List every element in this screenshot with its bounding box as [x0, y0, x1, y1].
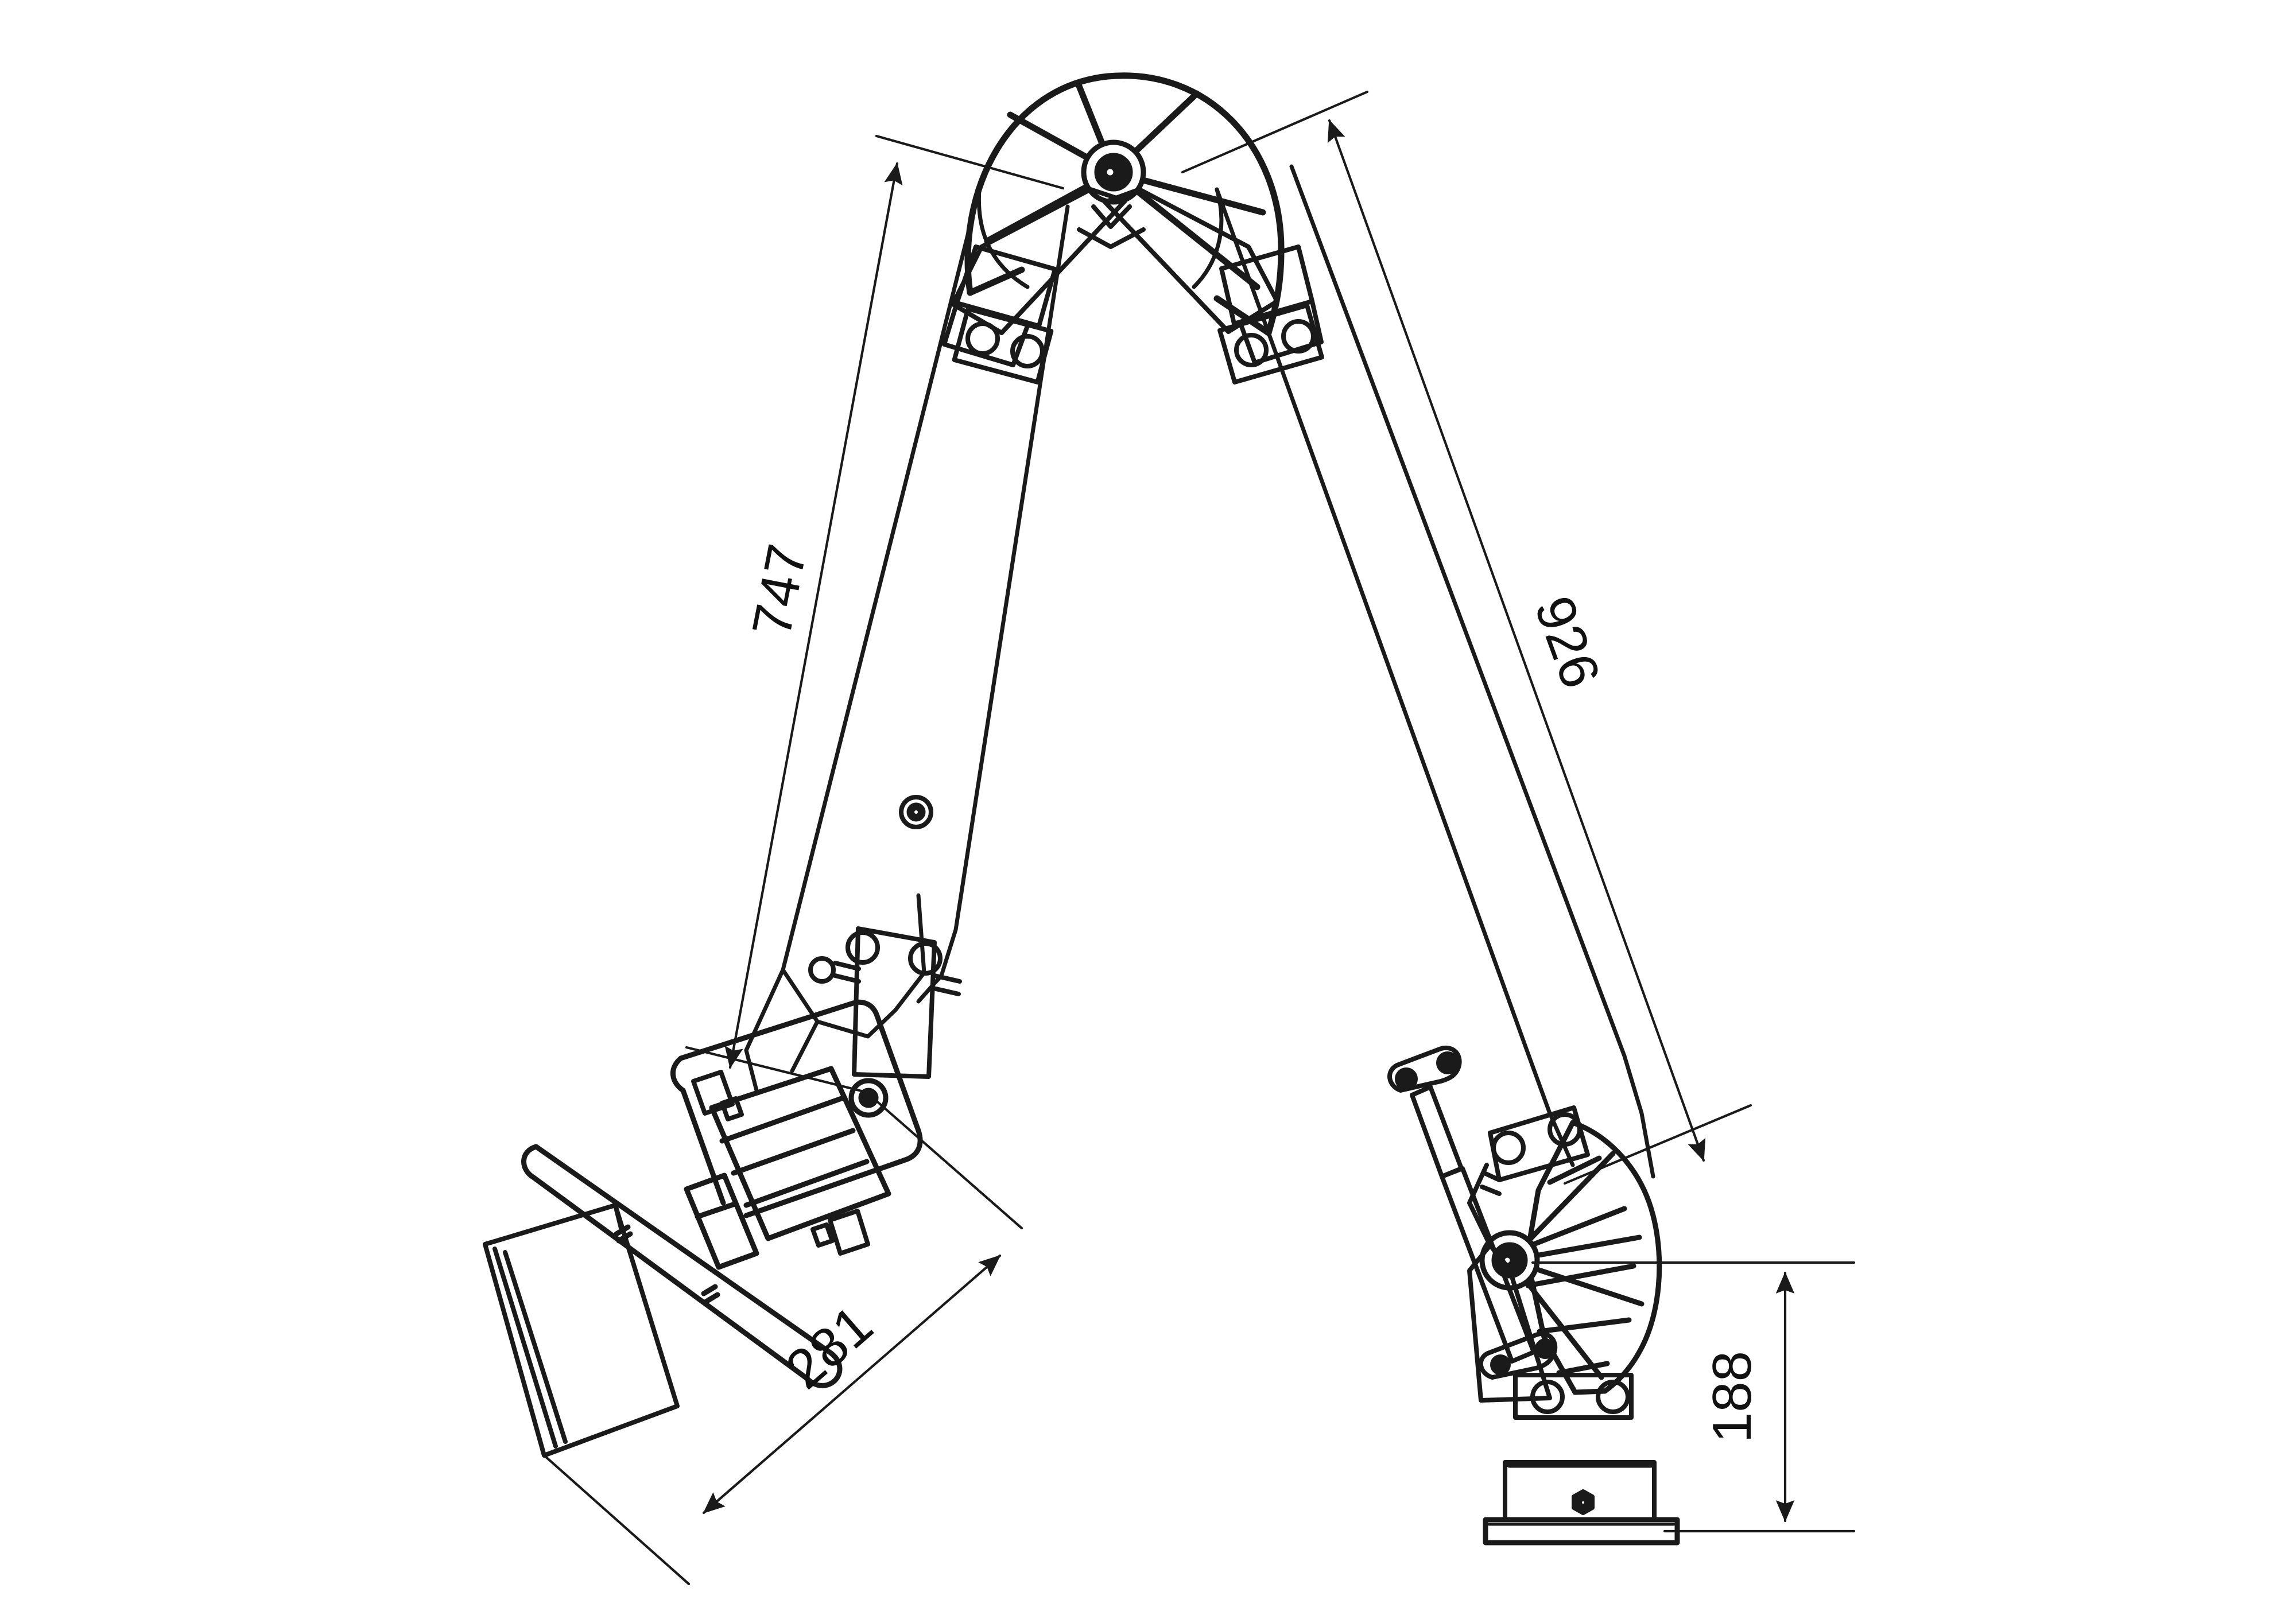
left-bolt-plate	[942, 244, 1057, 385]
dimension-188: 188	[1531, 1261, 1856, 1533]
base-pedestal-fastener	[1572, 1489, 1595, 1515]
effector-clamp-lugs	[691, 1070, 870, 1256]
end-effector	[670, 999, 923, 1270]
witness-line-747-top	[875, 134, 1065, 190]
base-plate	[1483, 1517, 1680, 1546]
right-bolt-plate	[1217, 244, 1324, 385]
dimension-value-188: 188	[1701, 1351, 1763, 1443]
mid-bolt	[899, 795, 933, 829]
wrist-pivot	[848, 1078, 889, 1118]
effector-blade	[483, 1203, 680, 1458]
witness-line-926-top	[1181, 90, 1369, 174]
elbow-hub-bearing	[1081, 139, 1146, 205]
witness-line-281-lower	[542, 1454, 691, 1586]
witness-line-281-upper	[868, 1093, 1023, 1230]
witness-line-747-bottom	[685, 1046, 872, 1095]
dimension-line-926	[1327, 119, 1706, 1162]
dimension-line-747	[724, 162, 903, 1069]
base-lower-flange	[1513, 1373, 1634, 1420]
dimension-line-281	[702, 1254, 1002, 1515]
dimension-layer: 747 926 281 188	[542, 90, 1856, 1586]
